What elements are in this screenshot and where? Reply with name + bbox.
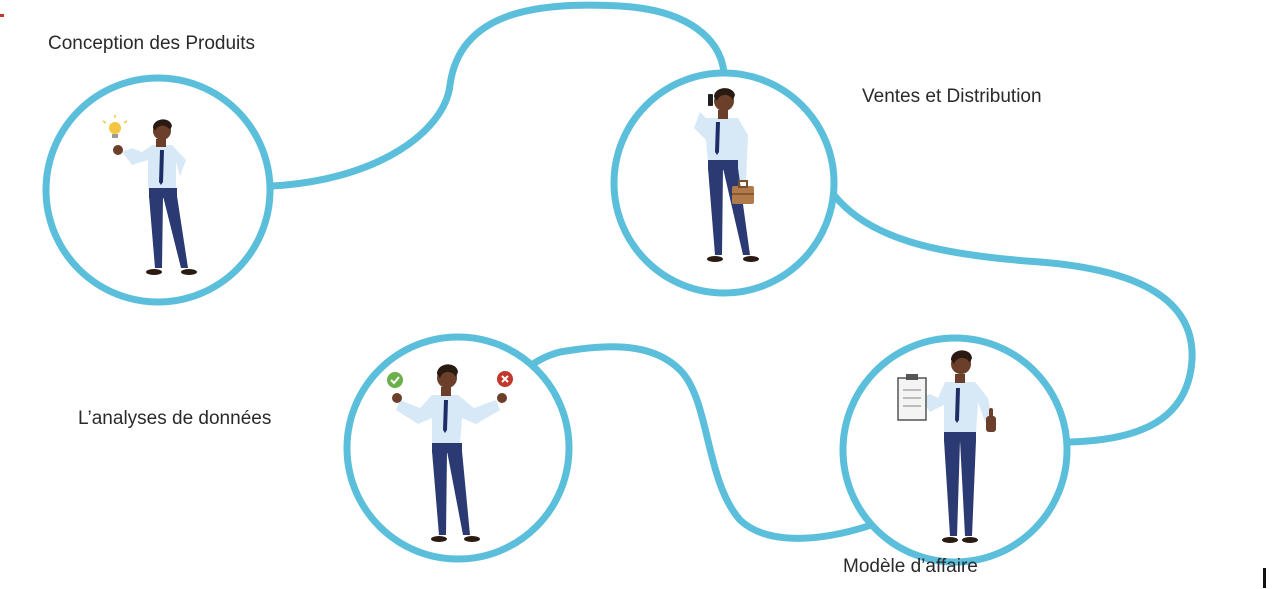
check-icon (387, 372, 403, 388)
step-label-sales-distribution: Ventes et Distribution (862, 86, 1042, 107)
lightbulb-icon (102, 115, 128, 138)
phone-icon (708, 94, 713, 106)
connector-path (268, 1, 728, 190)
step-label-data-analysis: L’analyses de données (78, 408, 272, 429)
connector-path (524, 343, 884, 542)
text-cursor-icon (1263, 568, 1266, 588)
connector-path (830, 191, 1196, 446)
step-label-product-design: Conception des Produits (48, 33, 256, 54)
thumbs-up-icon (986, 408, 996, 432)
person-data-analysis (387, 364, 513, 542)
briefcase-icon (732, 180, 754, 204)
person-product-design (102, 115, 197, 275)
step-label-business-model: Modèle d’affaire (843, 556, 978, 577)
step-circle-2 (610, 69, 838, 297)
clipboard-icon (897, 374, 927, 421)
person-sales (694, 88, 759, 262)
corner-mark (0, 14, 4, 17)
person-business-model (897, 350, 996, 543)
cross-icon (497, 371, 513, 387)
